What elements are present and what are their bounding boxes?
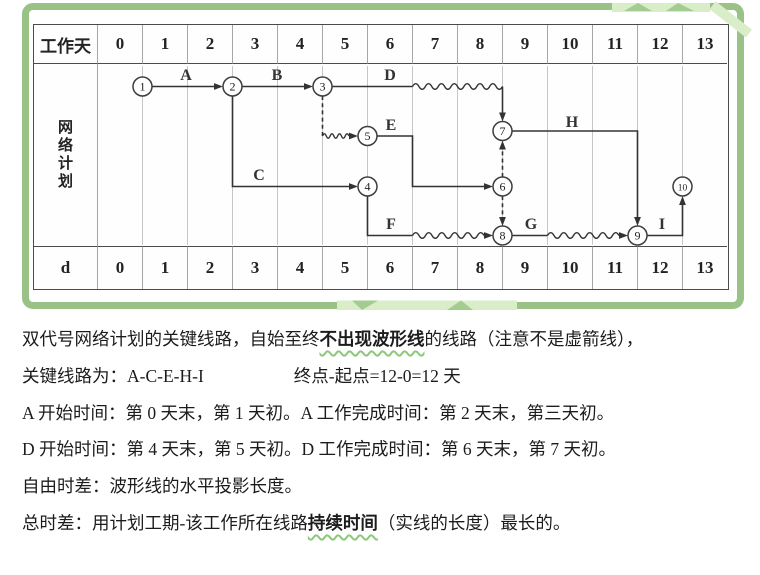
day-footer-3: 3 bbox=[232, 245, 277, 289]
day-header-3: 3 bbox=[232, 25, 277, 64]
day-footer-13: 13 bbox=[682, 245, 727, 289]
row-label-network-plan: 网络计划 bbox=[34, 64, 97, 246]
note-text: A 开始时间：第 0 天末，第 1 天初。A 工作完成时间：第 2 天末，第三天… bbox=[22, 402, 615, 423]
day-footer-5: 5 bbox=[322, 245, 367, 289]
side-label-char: 计 bbox=[57, 155, 73, 172]
day-header-10: 10 bbox=[547, 25, 592, 64]
note-line-2: 关键线路为：A-C-E-H-I 终点-起点=12-0=12 天 bbox=[22, 358, 754, 395]
note-text: 不出现波形线 bbox=[319, 329, 425, 349]
day-header-2: 2 bbox=[187, 25, 232, 64]
note-text: 的线路（注意不是虚箭线）， bbox=[424, 329, 644, 349]
day-header-1: 1 bbox=[142, 25, 187, 64]
day-header-7: 7 bbox=[412, 25, 457, 64]
note-text: 总时差：用计划工期-该工作所在线路 bbox=[22, 512, 308, 533]
day-header-9: 9 bbox=[502, 25, 547, 64]
side-label-char: 网 bbox=[57, 119, 73, 136]
note-line-1: 双代号网络计划的关键线路，自始至终不出现波形线的线路（注意不是虚箭线）， bbox=[22, 321, 754, 358]
day-footer-9: 9 bbox=[502, 245, 547, 289]
day-footer-1: 1 bbox=[142, 245, 187, 289]
diagram-area bbox=[97, 64, 727, 246]
side-label-char: 络 bbox=[57, 137, 73, 154]
day-header-13: 13 bbox=[682, 25, 727, 64]
note-line-6: 总时差：用计划工期-该工作所在线路持续时间（实线的长度）最长的。 bbox=[22, 505, 754, 542]
side-label-char: 划 bbox=[57, 173, 73, 190]
footer-label: d bbox=[34, 245, 97, 290]
day-header-11: 11 bbox=[592, 25, 637, 64]
header-label: 工作天 bbox=[34, 25, 97, 64]
day-footer-10: 10 bbox=[547, 245, 592, 289]
note-text: 双代号网络计划的关键线路，自始至终 bbox=[22, 329, 320, 349]
day-footer-4: 4 bbox=[277, 245, 322, 289]
note-line-5: 自由时差：波形线的水平投影长度。 bbox=[22, 468, 754, 505]
day-header-5: 5 bbox=[322, 25, 367, 64]
day-header-6: 6 bbox=[367, 25, 412, 64]
note-text: D 开始时间：第 4 天末，第 5 天初。D 工作完成时间：第 6 天末，第 7… bbox=[22, 439, 617, 460]
day-footer-6: 6 bbox=[367, 245, 412, 289]
note-text: 终点-起点=12-0=12 天 bbox=[293, 365, 461, 386]
day-footer-11: 11 bbox=[592, 245, 637, 289]
note-line-3: A 开始时间：第 0 天末，第 1 天初。A 工作完成时间：第 2 天末，第三天… bbox=[22, 395, 754, 432]
notes-block: 双代号网络计划的关键线路，自始至终不出现波形线的线路（注意不是虚箭线），关键线路… bbox=[22, 321, 754, 542]
day-footer-12: 12 bbox=[637, 245, 682, 289]
note-text: （实线的长度）最长的。 bbox=[377, 512, 571, 533]
day-footer-8: 8 bbox=[457, 245, 502, 289]
note-line-4: D 开始时间：第 4 天末，第 5 天初。D 工作完成时间：第 6 天末，第 7… bbox=[22, 431, 754, 468]
note-text: 持续时间 bbox=[307, 512, 378, 533]
day-footer-2: 2 bbox=[187, 245, 232, 289]
day-header-0: 0 bbox=[97, 25, 142, 64]
day-footer-7: 7 bbox=[412, 245, 457, 289]
note-text: 关键线路为：A-C-E-H-I bbox=[22, 365, 204, 386]
day-header-8: 8 bbox=[457, 25, 502, 64]
day-footer-0: 0 bbox=[97, 245, 142, 289]
note-text: 自由时差：波形线的水平投影长度。 bbox=[22, 476, 302, 497]
day-header-4: 4 bbox=[277, 25, 322, 64]
day-header-12: 12 bbox=[637, 25, 682, 64]
